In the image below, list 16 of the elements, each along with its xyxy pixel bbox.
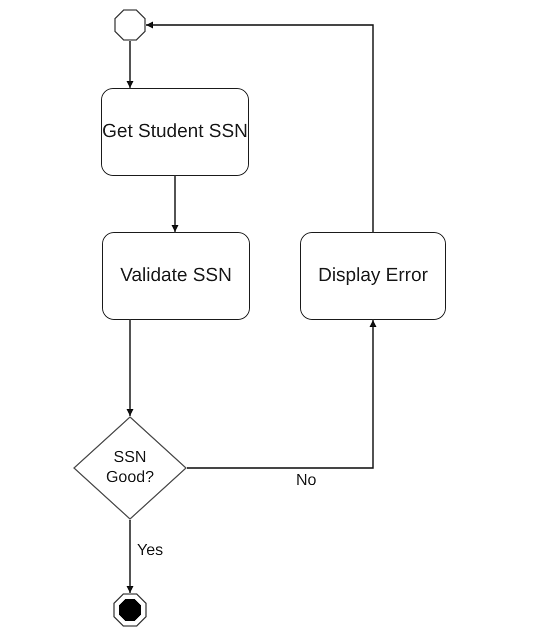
decision-diamond <box>73 416 187 520</box>
activity-text: Display Error <box>318 265 428 287</box>
arrow <box>126 320 134 416</box>
arrow <box>187 320 376 469</box>
end-node <box>113 593 147 627</box>
activity-box <box>300 232 446 320</box>
activity-text: Get Student SSN <box>102 121 248 143</box>
activity-box <box>102 232 250 320</box>
activity-text: Validate SSN <box>120 265 232 287</box>
arrow <box>126 520 134 593</box>
arrow <box>172 176 178 232</box>
activity-box <box>101 88 249 176</box>
decision-text: SSN Good? <box>104 448 156 488</box>
arrow <box>126 41 134 88</box>
arrow <box>146 22 374 232</box>
start-node <box>114 9 146 41</box>
